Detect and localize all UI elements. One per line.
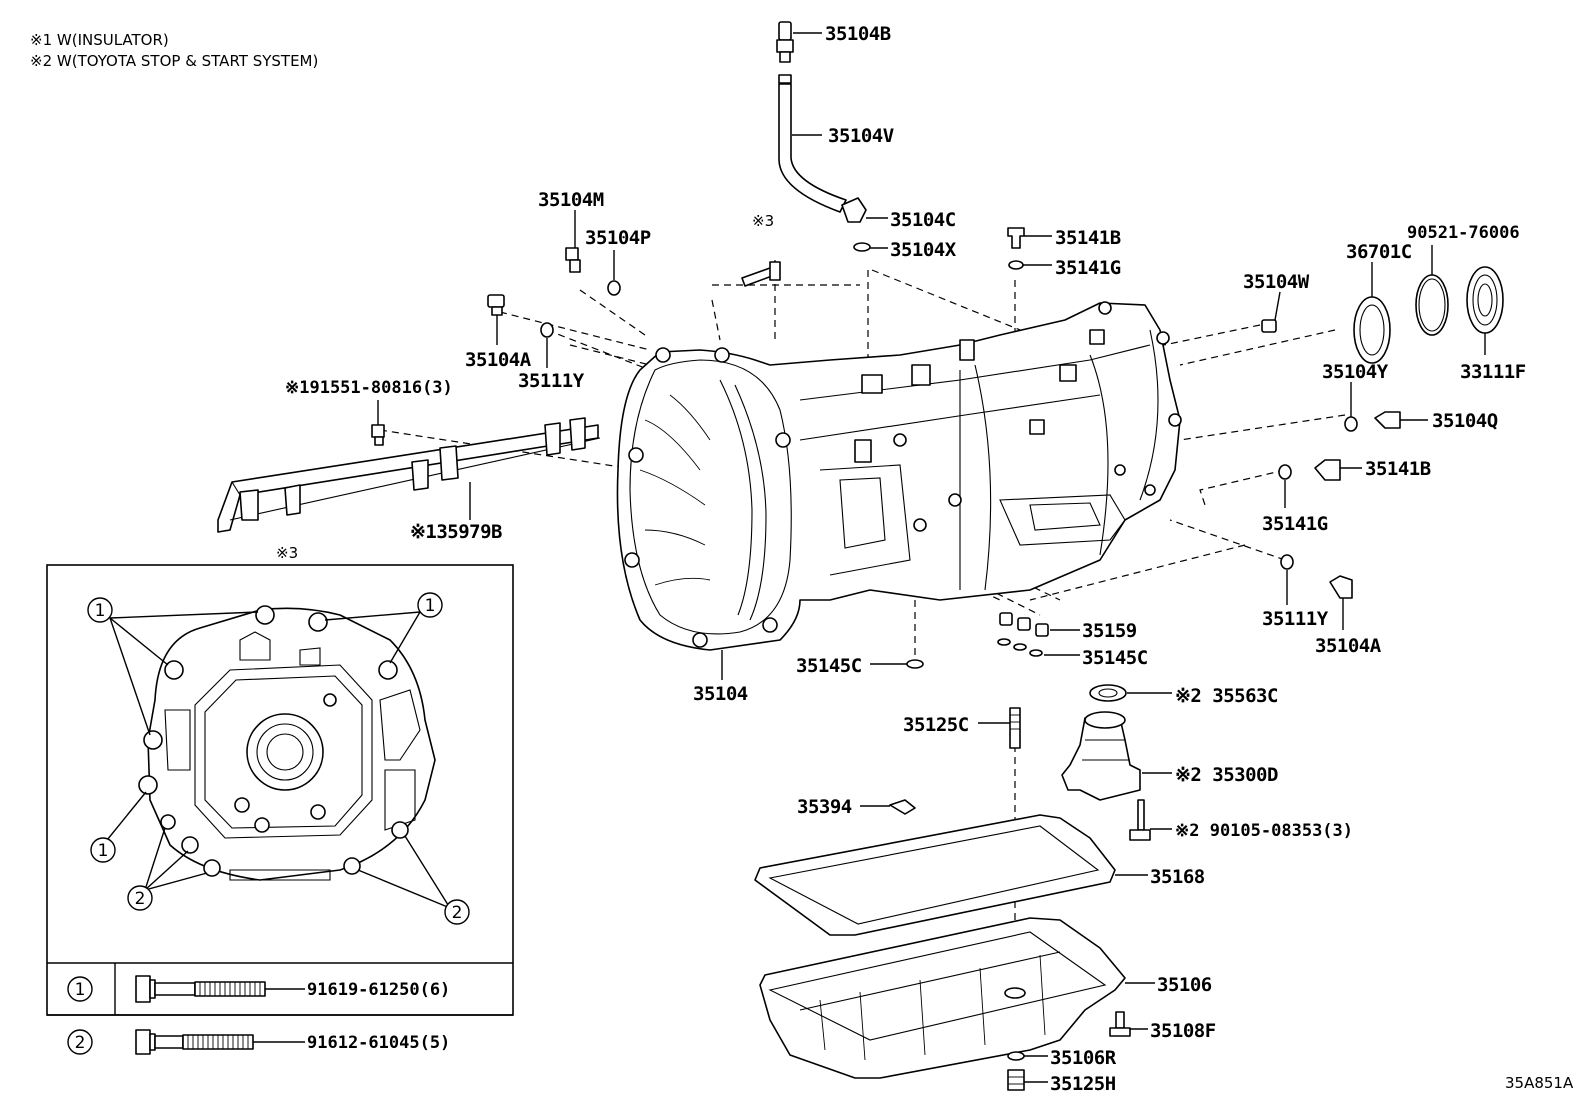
part-35111Y-35104A-right (1280, 554, 1353, 630)
label-35104P: 35104P (585, 227, 651, 249)
legend-key-2: 2 (75, 1033, 86, 1053)
callout-2-left: 2 (135, 889, 146, 909)
label-35394: 35394 (797, 796, 852, 818)
callout-1-left: 1 (95, 601, 106, 621)
label-90521-76006: 90521-76006 (1407, 223, 1520, 243)
note-insulator: ※1 W(INSULATOR) (30, 31, 169, 49)
label-33111F: 33111F (1460, 361, 1526, 383)
label-35111Y-left: 35111Y (518, 370, 585, 392)
callout-1-bottom: 1 (98, 841, 109, 861)
label-35145C-right: 35145C (1082, 647, 1148, 669)
label-35104B: 35104B (825, 23, 891, 45)
label-35104Q: 35104Q (1432, 410, 1498, 432)
part-labels: 35104B 35104V 35104C 35104X 35104M 35104… (276, 23, 1574, 1095)
label-35104Y: 35104Y (1322, 361, 1389, 383)
label-35979B: ※135979B (410, 521, 502, 543)
label-35104X: 35104X (890, 239, 957, 261)
label-35125H: 35125H (1050, 1073, 1116, 1095)
label-35104C: 35104C (890, 209, 956, 231)
part-35141B-35141G-right (1278, 459, 1362, 508)
callout-2-right: 2 (452, 903, 463, 923)
label-91551-80816: ※191551-80816(3) (285, 378, 453, 398)
label-35141G-top: 35141G (1055, 257, 1121, 279)
bolt-35108F (1109, 1011, 1148, 1037)
part-35394 (860, 799, 916, 815)
inset-bolt-locations: 1 1 1 2 2 1 91619-61250 (46, 564, 514, 1055)
label-35106R: 35106R (1050, 1047, 1117, 1069)
vent-assembly (776, 21, 888, 252)
label-35104A-right: 35104A (1315, 635, 1382, 657)
label-35141B-top: 35141B (1055, 227, 1121, 249)
part-35141B-35141G-top (1007, 227, 1052, 270)
insulator-35979B (217, 417, 601, 533)
label-35125C: 35125C (903, 714, 969, 736)
label-35145C-left: 35145C (796, 655, 862, 677)
part-35104W (1261, 291, 1281, 333)
label-35168: 35168 (1150, 866, 1205, 888)
label-35104: 35104 (693, 683, 748, 705)
label-35141G-right: 35141G (1262, 513, 1328, 535)
legend-part-91612: 91612-61045(5) (307, 1033, 450, 1053)
callout-1-right: 1 (425, 596, 436, 616)
transmission-case (616, 301, 1182, 651)
oil-pump-35300D (1061, 684, 1172, 841)
label-35563C: ※2 35563C (1175, 685, 1278, 707)
stud-35125C (978, 707, 1021, 749)
label-36701C: 36701C (1346, 241, 1412, 263)
label-35159: 35159 (1082, 620, 1137, 642)
drawing-id: 35A851A (1505, 1074, 1574, 1092)
drain-plug-35125H (1007, 1051, 1048, 1091)
part-35104A-35111Y-left (487, 294, 554, 368)
bearing-36701C (1353, 245, 1504, 364)
label-90105-08353: ※2 90105-08353(3) (1175, 821, 1353, 841)
label-35104V: 35104V (828, 125, 894, 147)
part-35159-35145C (721, 612, 1080, 680)
label-35104M: 35104M (538, 189, 604, 211)
label-35104W: 35104W (1243, 271, 1310, 293)
label-35141B-right: 35141B (1365, 458, 1431, 480)
label-35108F: 35108F (1150, 1020, 1216, 1042)
oil-pan-gasket-35168 (754, 814, 1148, 936)
label-mark3-top: ※3 (752, 212, 774, 230)
part-35104M-35104P (565, 210, 621, 296)
label-35300D: ※2 35300D (1175, 764, 1278, 786)
label-35111Y-right: 35111Y (1262, 608, 1329, 630)
legend-key-1: 1 (75, 980, 86, 1000)
label-35104A-left: 35104A (465, 349, 532, 371)
label-35106: 35106 (1157, 974, 1212, 996)
oil-pan-35106 (759, 917, 1155, 1079)
bolt-icon-91619 (135, 975, 305, 1003)
part-91551 (371, 400, 385, 446)
note-stop-start: ※2 W(TOYOTA STOP & START SYSTEM) (30, 52, 318, 70)
label-mark3-left: ※3 (276, 544, 298, 562)
bolt-mark3-top (741, 261, 781, 287)
legend-part-91619: 91619-61250(6) (307, 980, 450, 1000)
part-35104Q-35104Y (1344, 382, 1428, 432)
bolt-icon-91612 (135, 1029, 305, 1055)
